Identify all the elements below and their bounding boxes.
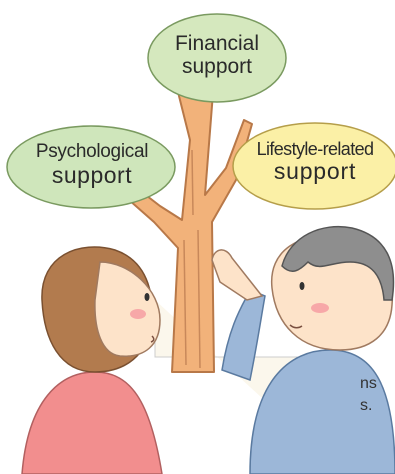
tree-illustration xyxy=(107,79,253,373)
cropped-caption-line2: s. xyxy=(360,397,373,414)
lifestyle-support-label: Lifestyle-related support xyxy=(236,139,394,185)
psychological-label-line2: support xyxy=(51,161,133,188)
lifestyle-support-bubble xyxy=(232,122,395,210)
psychological-support-label: Psychological support xyxy=(16,141,168,188)
financial-label-line1: Financial xyxy=(174,32,260,55)
cropped-caption-line1: ns xyxy=(360,375,377,392)
man-figure xyxy=(211,226,395,474)
lifestyle-label-line1: Lifestyle-related xyxy=(256,139,374,159)
psychological-support-bubble xyxy=(6,125,176,209)
financial-label-line2: support xyxy=(181,54,253,78)
cropped-caption: ns s. xyxy=(360,373,395,417)
woman-figure xyxy=(21,246,163,474)
financial-support-bubble xyxy=(147,13,287,103)
psychological-label-line1: Psychological xyxy=(35,141,149,162)
financial-support-label: Financial support xyxy=(152,32,282,78)
lifestyle-label-line2: support xyxy=(273,158,357,185)
